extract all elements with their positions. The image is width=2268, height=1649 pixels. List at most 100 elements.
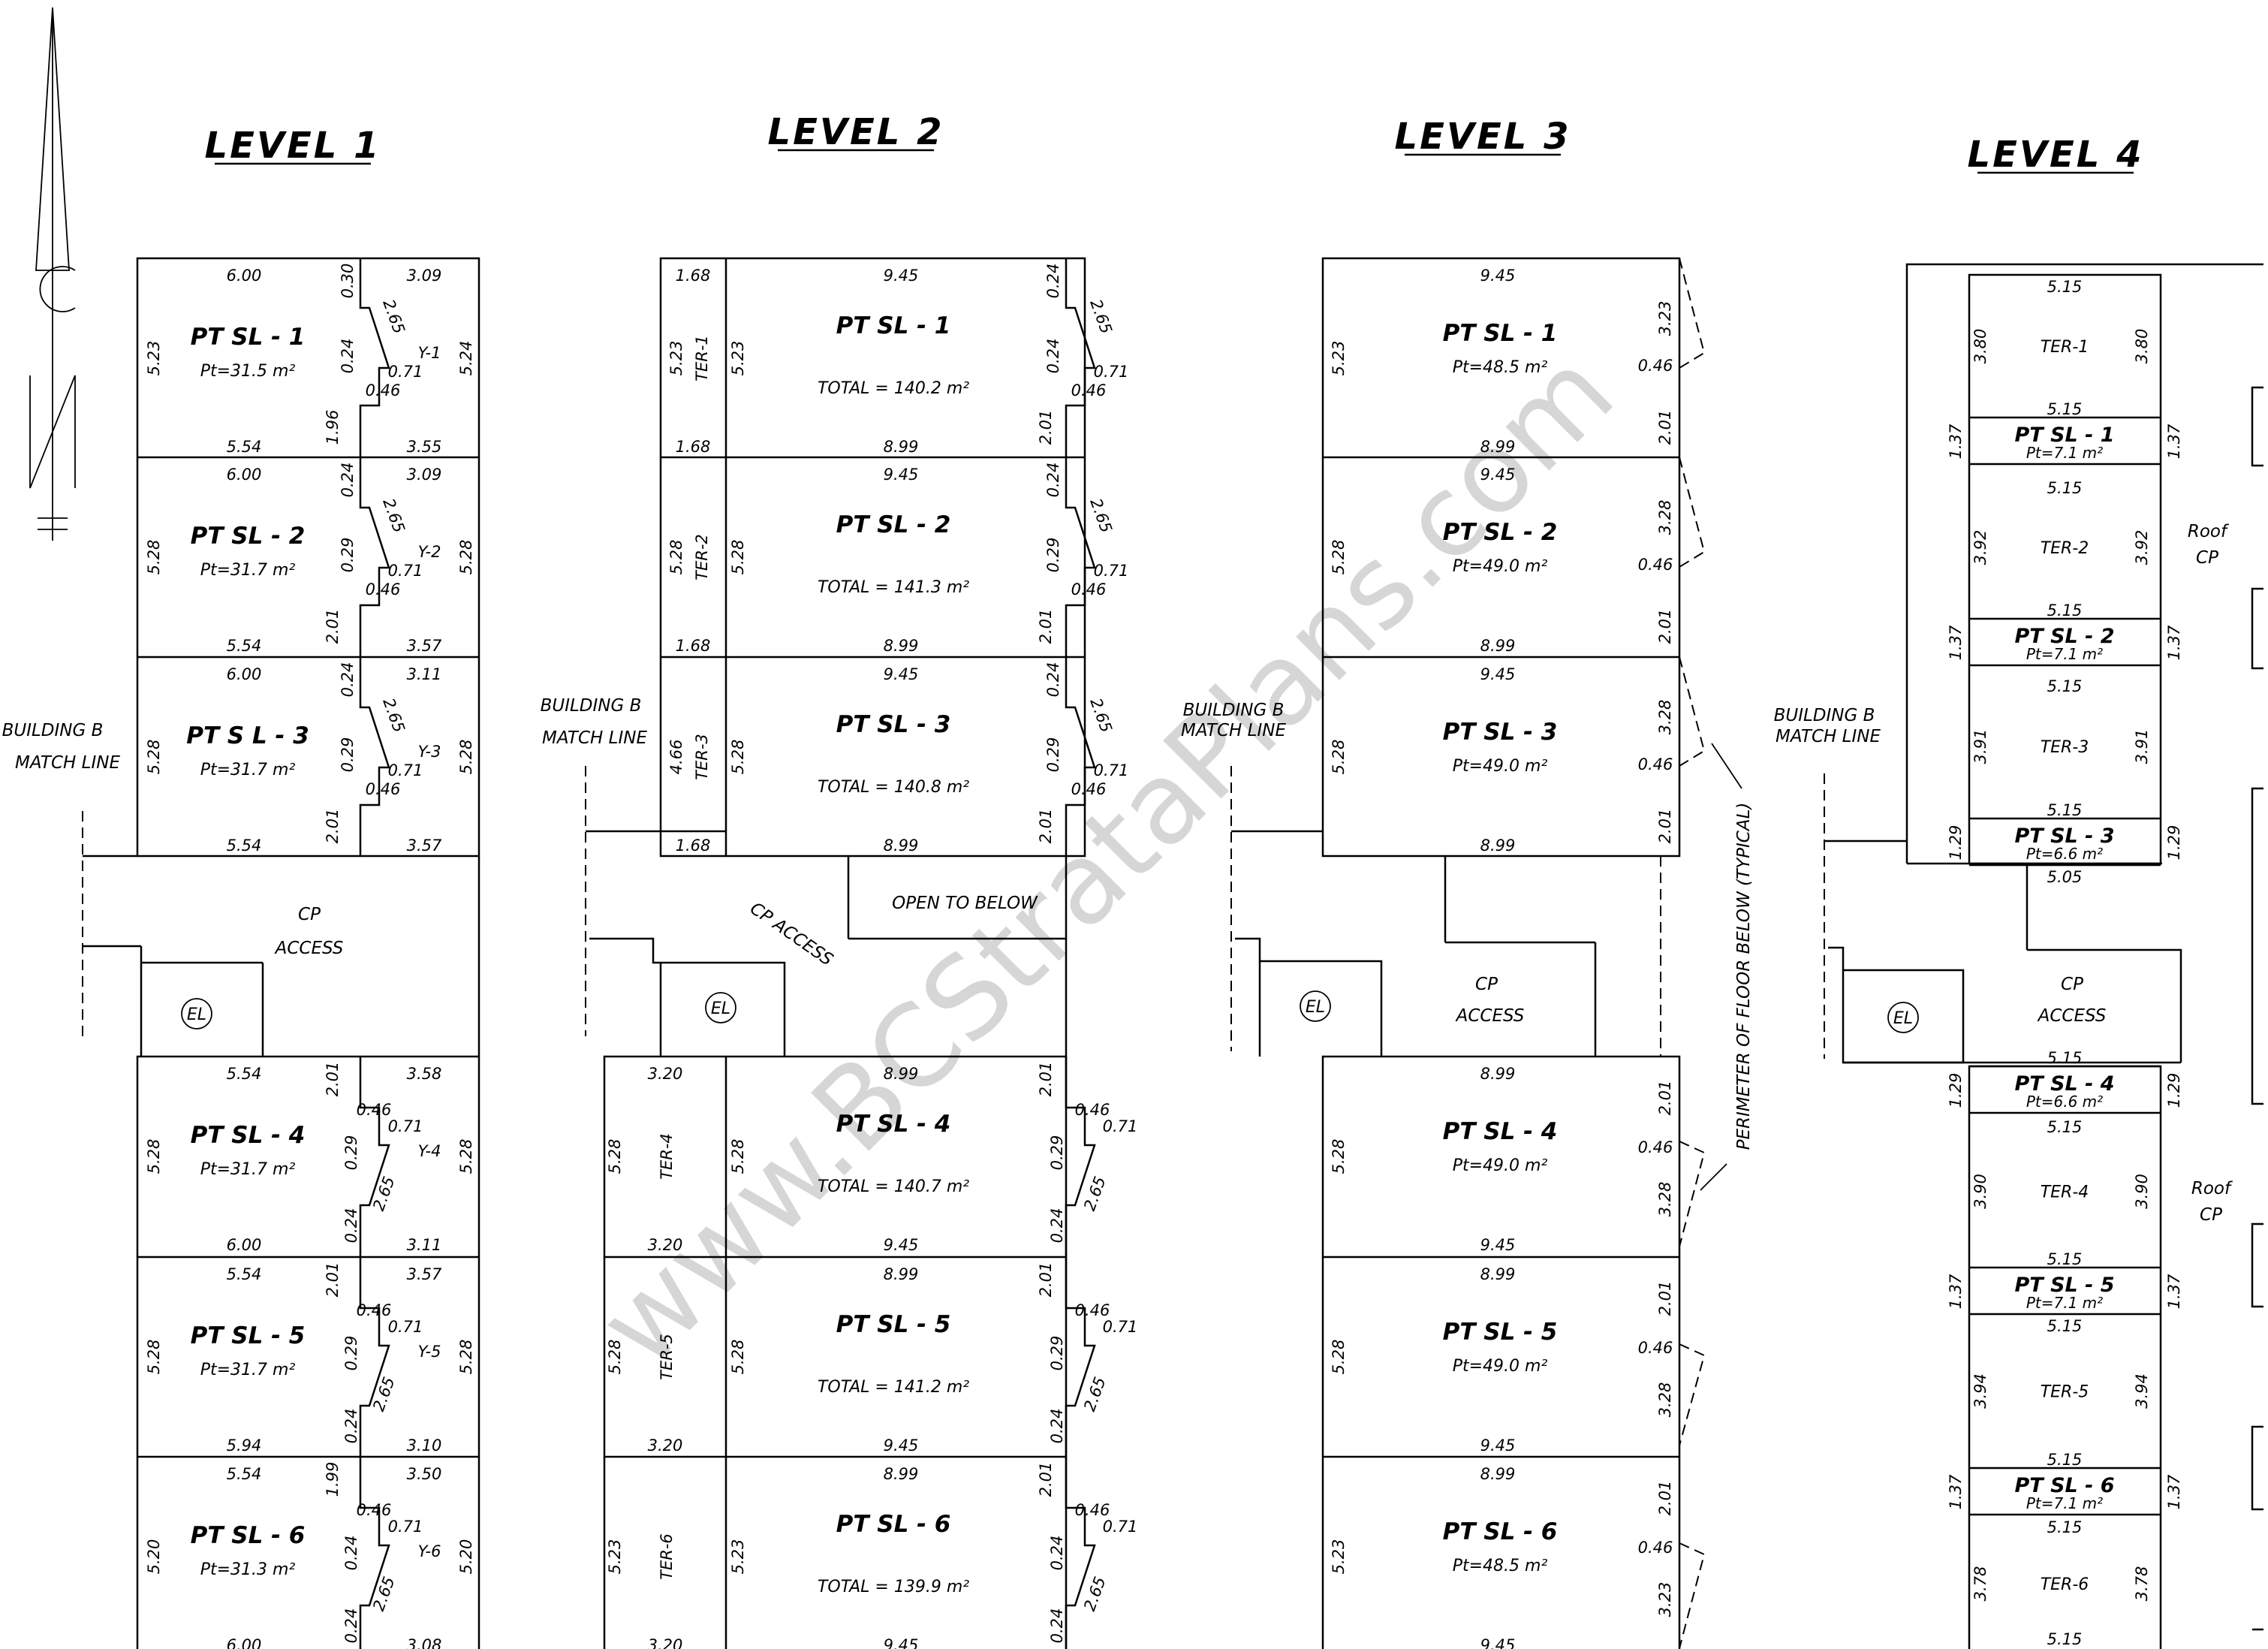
dim-d2: 2.65	[379, 696, 408, 735]
lot-name: PT SL - 1	[2014, 424, 2114, 447]
ter-dim-left: 3.91	[1971, 729, 1989, 764]
dim-left: 5.28	[1330, 740, 1348, 775]
ter-label: TER-1	[693, 335, 711, 381]
dim-level-4-bottom-end: 5.15	[2047, 1630, 2083, 1648]
dim-left: 5.28	[145, 740, 163, 775]
ter-dim-bottom: 1.68	[676, 438, 711, 456]
lot-area: Pt=7.1 m²	[2026, 444, 2103, 462]
dim-top: 9.45	[884, 466, 919, 484]
dim-d4: 0.24	[342, 1536, 360, 1571]
dim-d1: 0.24	[1044, 463, 1062, 498]
lot-name: PT SL - 2	[1443, 519, 1558, 546]
dim-b: 0.46	[1638, 357, 1673, 375]
ter-dim-left: 5.23	[606, 1539, 624, 1575]
ter-dim-bottom: 3.20	[648, 1636, 683, 1649]
dim-d3: 0.29	[339, 538, 357, 573]
dim-top: 8.99	[1480, 1065, 1516, 1083]
level-4-roof-cp-label-lower: CP	[2200, 1205, 2222, 1225]
dim-d6: 0.24	[342, 1409, 360, 1444]
dim-bottom: 9.45	[884, 1436, 919, 1455]
level-4-access-label: ACCESS	[2037, 1006, 2107, 1026]
dim-bottom-right: 3.11	[407, 1236, 442, 1254]
lot-name: PT SL - 1	[836, 312, 951, 339]
lot-dim-left: 1.37	[1947, 1474, 1965, 1509]
dim-bottom-left: 6.00	[227, 1236, 262, 1254]
dim-d3: 0.71	[388, 1518, 423, 1536]
dim-right: 5.28	[457, 540, 475, 575]
yard-label: Y-1	[418, 344, 441, 362]
dim-d2: 0.46	[357, 1501, 392, 1519]
ter-dim-right: 3.78	[2133, 1566, 2151, 1602]
dim-d2: 2.65	[379, 297, 408, 336]
lot-name: PT SL - 3	[836, 711, 951, 738]
dim-a: 2.01	[1656, 1281, 1674, 1316]
dim-d3: 0.71	[388, 1117, 423, 1135]
lot-area: Pt=31.7 m²	[200, 561, 296, 580]
dim-d3: 0.71	[388, 1318, 423, 1336]
dim-bottom-right: 3.57	[407, 637, 442, 655]
dim-top-left: 6.00	[227, 466, 262, 484]
lot-area: Pt=31.7 m²	[200, 1160, 296, 1179]
dim-c: 3.28	[1656, 1382, 1674, 1418]
dim-left: 5.20	[145, 1539, 163, 1575]
ter-dim-right: 3.94	[2133, 1373, 2151, 1409]
dim-left: 5.28	[729, 1139, 747, 1174]
level-1-el-label: EL	[187, 1005, 206, 1024]
dim-left: 5.23	[145, 341, 163, 376]
dim-d4: 0.24	[1048, 1536, 1066, 1571]
dim-d5: 0.46	[1071, 580, 1107, 598]
level-1-building-b-label: BUILDING B	[2, 721, 104, 740]
lot-name: PT SL - 4	[191, 1122, 306, 1149]
dim-d4: 0.29	[342, 1135, 360, 1171]
lot-name: PT SL - 5	[2014, 1274, 2114, 1297]
lot-dim-left: 1.37	[1947, 625, 1965, 660]
lot-name: PT SL - 3	[2014, 824, 2114, 848]
ter-label: TER-2	[693, 534, 711, 580]
dim-d4: 0.71	[388, 562, 423, 580]
dim-right: 5.28	[457, 1340, 475, 1375]
ter-dim-bottom: 3.20	[648, 1236, 683, 1254]
dim-bottom: 9.45	[1480, 1436, 1516, 1455]
ter-dim-left: 3.78	[1971, 1566, 1989, 1602]
dim-left: 5.28	[1330, 540, 1348, 575]
dim-d1: 2.01	[1037, 1462, 1055, 1497]
dim-d5: 2.65	[1080, 1375, 1110, 1414]
level-3-el-label: EL	[1306, 998, 1325, 1017]
lot-dim-left: 1.37	[1947, 424, 1965, 459]
ter-label: TER-5	[658, 1334, 676, 1380]
lot-area: Pt=49.0 m²	[1453, 757, 1548, 776]
ter-dim-left: 3.92	[1971, 530, 1989, 565]
dim-top-right: 3.58	[407, 1065, 442, 1083]
level-1-match-line-label: MATCH LINE	[15, 753, 120, 773]
perimeter-of-floor-below-label: PERIMETER OF FLOOR BELOW (TYPICAL)	[1734, 803, 1754, 1150]
dim-bottom: 8.99	[884, 637, 919, 655]
dim-bottom: 9.45	[1480, 1236, 1516, 1254]
dim-top-right: 3.57	[407, 1265, 442, 1283]
dim-d4: 0.71	[1094, 761, 1129, 779]
ter-dim-top: 5.15	[2047, 1317, 2083, 1335]
lot-name: PT SL - 2	[191, 523, 306, 550]
level-1-heading: LEVEL 1	[204, 125, 381, 167]
dim-d4: 0.29	[1048, 1336, 1066, 1371]
dim-d2: 0.46	[1075, 1501, 1110, 1519]
level-1-access-label: ACCESS	[274, 939, 344, 958]
dim-d4: 0.71	[388, 761, 423, 779]
lot-area: Pt=31.7 m²	[200, 1361, 296, 1379]
level-2-building-b-label: BUILDING B	[541, 696, 642, 716]
dim-d3: 0.71	[1103, 1518, 1138, 1536]
dim-d2: 2.65	[1086, 696, 1116, 735]
dim-d3: 0.71	[1103, 1318, 1138, 1336]
dim-bottom: 9.45	[884, 1236, 919, 1254]
ter-dim-left: 5.28	[606, 1139, 624, 1174]
dim-b: 0.46	[1638, 556, 1673, 574]
ter-label: TER-6	[658, 1533, 676, 1580]
dim-top-left: 5.54	[227, 1065, 262, 1083]
dim-d6: 2.01	[324, 609, 342, 644]
yard-label: Y-6	[418, 1542, 441, 1560]
lot-area: Pt=49.0 m²	[1453, 557, 1548, 576]
dim-d5: 0.46	[366, 780, 401, 798]
lot-name: PT SL - 4	[2014, 1072, 2114, 1096]
dim-d3: 0.29	[1044, 737, 1062, 773]
dim-d2: 0.46	[357, 1301, 392, 1319]
